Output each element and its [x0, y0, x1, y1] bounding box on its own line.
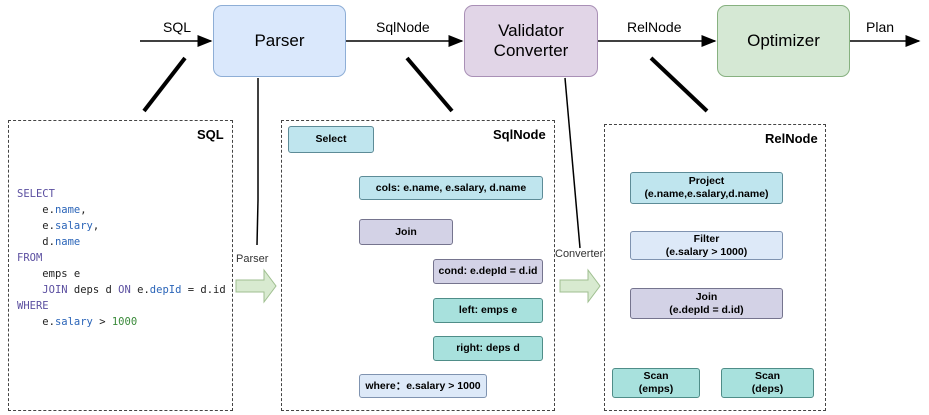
parser-stage: Parser: [213, 5, 346, 77]
validator-converter-stage: Validator Converter: [464, 5, 598, 77]
converter-transition-arrow: [559, 268, 601, 304]
relnode-panel-title: RelNode: [765, 131, 818, 146]
relnode-scan-emps: Scan (emps): [612, 368, 700, 398]
label-sql: SQL: [163, 19, 192, 35]
sqlnode-right: right: deps d: [433, 336, 543, 361]
callout-line-sql: [142, 56, 187, 113]
sqlnode-cond: cond: e.depId = d.id: [433, 259, 543, 284]
optimizer-stage: Optimizer: [717, 5, 850, 77]
relnode-panel: [604, 124, 826, 411]
sql-code: SELECT e.name, e.salary, d.name FROM emp…: [17, 188, 226, 328]
label-relnode: RelNode: [627, 19, 682, 35]
parser-drop-line-lower: [256, 199, 259, 246]
sqlnode-select: Select: [288, 126, 374, 153]
label-sqlnode: SqlNode: [376, 19, 430, 35]
relnode-filter: Filter (e.salary > 1000): [630, 231, 783, 260]
converter-transition-label: Converter: [555, 248, 604, 260]
callout-line-sqlnode: [405, 56, 454, 113]
sql-panel-title: SQL: [197, 127, 224, 142]
sql-panel: [8, 120, 233, 411]
sqlnode-join: Join: [359, 219, 453, 245]
parser-transition-arrow: [235, 268, 277, 304]
sqlnode-where: where：e.salary > 1000: [359, 374, 487, 398]
callout-line-relnode: [649, 56, 709, 113]
label-plan: Plan: [866, 19, 895, 35]
converter-drop-line: [564, 77, 581, 249]
parser-transition-label: Parser: [236, 253, 269, 265]
relnode-join: Join (e.depId = d.id): [630, 288, 783, 319]
sqlnode-panel-title: SqlNode: [493, 127, 546, 142]
sqlnode-left: left: emps e: [433, 298, 543, 323]
relnode-project: Project (e.name,e.salary,d.name): [630, 172, 783, 204]
sqlnode-cols: cols: e.name, e.salary, d.name: [359, 176, 543, 200]
relnode-scan-deps: Scan (deps): [721, 368, 814, 398]
